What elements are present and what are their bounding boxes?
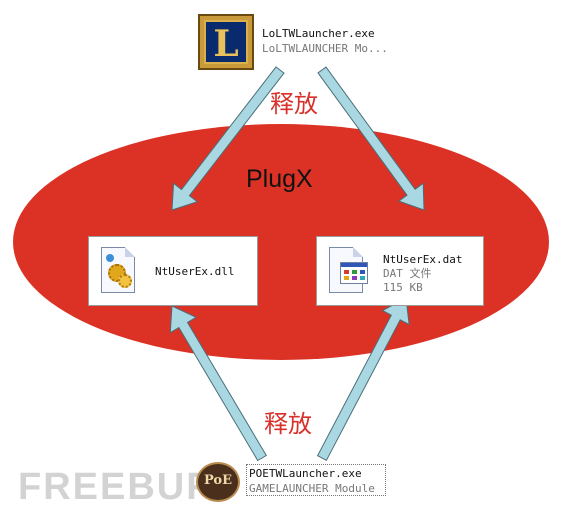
lol-launcher-icon[interactable]: L bbox=[198, 14, 254, 70]
lol-icon-frame: L bbox=[204, 20, 248, 65]
top-exe-description: LoLTWLAUNCHER Mo... bbox=[262, 42, 388, 55]
dat-file-type: DAT 文件 bbox=[383, 267, 432, 280]
dat-file-size: 115 KB bbox=[383, 281, 423, 294]
arrow-poe-to-dll bbox=[169, 305, 267, 462]
plugx-title: PlugX bbox=[246, 165, 313, 193]
top-exe-name: LoLTWLauncher.exe bbox=[262, 27, 375, 40]
dat-file-icon bbox=[329, 247, 368, 293]
dll-file-name: NtUserEx.dll bbox=[155, 265, 235, 278]
dat-file-card[interactable]: NtUserEx.dat DAT 文件 115 KB bbox=[316, 236, 484, 306]
bottom-exe-description: GAMELAUNCHER Module bbox=[249, 482, 375, 495]
release-label-top: 释放 bbox=[270, 90, 318, 118]
arrow-lol-to-dat bbox=[317, 66, 425, 211]
poe-icon-text: PoE bbox=[203, 473, 232, 488]
lol-icon-letter: L bbox=[213, 23, 239, 65]
dll-file-icon bbox=[101, 247, 135, 293]
release-label-bottom: 释放 bbox=[264, 410, 312, 438]
dll-file-card[interactable]: NtUserEx.dll bbox=[88, 236, 258, 306]
arrows-group bbox=[169, 66, 425, 462]
bottom-exe-name: POETWLauncher.exe bbox=[249, 467, 362, 480]
poe-launcher-icon[interactable]: PoE bbox=[196, 462, 240, 502]
watermark: FREEBUF bbox=[18, 466, 212, 508]
dat-file-name: NtUserEx.dat bbox=[383, 253, 463, 266]
arrow-lol-to-dll bbox=[171, 66, 285, 211]
bottom-exe-selection bbox=[246, 464, 386, 496]
